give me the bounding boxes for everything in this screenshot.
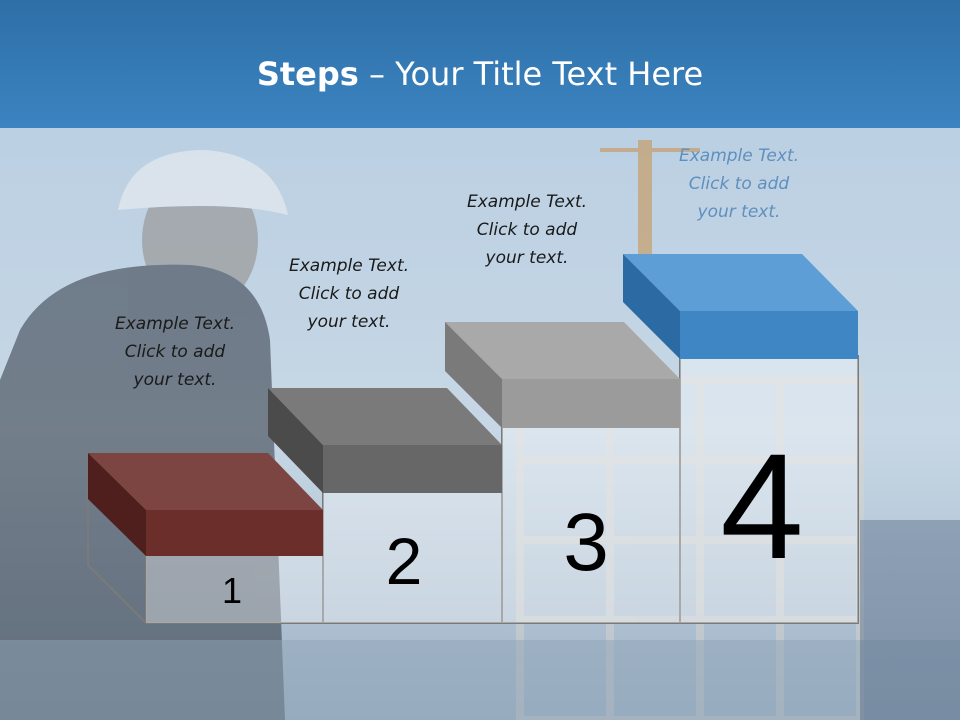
title-bold: Steps — [256, 55, 359, 93]
step-1-caption-line-2: Click to add — [124, 342, 226, 362]
step-2-caption-line-3: your text. — [307, 312, 391, 332]
step-2-caption-line-2: Click to add — [298, 284, 400, 304]
step-4-caption-line-1: Example Text. — [678, 146, 800, 166]
step-2-caption-line-1: Example Text. — [288, 256, 410, 276]
crane-silhouette — [600, 140, 700, 280]
title-rest: – Your Title Text Here — [358, 55, 704, 93]
step-1-caption-line-1: Example Text. — [114, 314, 236, 334]
step-4-number: 4 — [720, 422, 803, 590]
step-1-block[interactable] — [88, 453, 323, 556]
steps-frame-fill — [146, 355, 858, 623]
step-4-caption[interactable]: Example Text. Click to add your text. — [654, 142, 824, 226]
step-2-block[interactable] — [268, 388, 502, 493]
step-2-number: 2 — [386, 524, 423, 598]
step-4-caption-line-3: your text. — [697, 202, 781, 222]
step-3-block[interactable] — [445, 322, 680, 428]
step-4-caption-line-2: Click to add — [688, 174, 790, 194]
step-1-caption-line-3: your text. — [133, 370, 217, 390]
step-4-block[interactable] — [623, 254, 858, 359]
step-1-number: 1 — [222, 570, 242, 611]
title-bar — [0, 0, 960, 128]
step-3-caption[interactable]: Example Text. Click to add your text. — [442, 188, 612, 272]
step-2-caption[interactable]: Example Text. Click to add your text. — [264, 252, 434, 336]
step-1-caption[interactable]: Example Text. Click to add your text. — [90, 310, 260, 394]
slide-title[interactable]: Steps – Your Title Text Here — [0, 55, 960, 93]
step-3-caption-line-3: your text. — [485, 248, 569, 268]
step-3-number: 3 — [563, 497, 609, 588]
step-3-caption-line-2: Click to add — [476, 220, 578, 240]
step-3-caption-line-1: Example Text. — [466, 192, 588, 212]
